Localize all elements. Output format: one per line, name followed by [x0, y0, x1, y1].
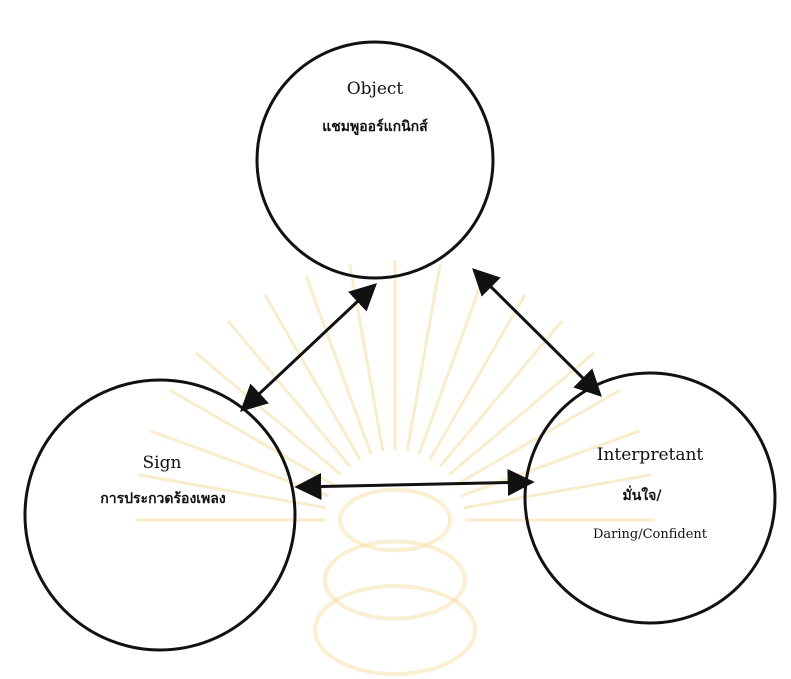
interpretant-subtitle-en: Daring/Confident: [593, 527, 708, 542]
object-title: Object: [347, 79, 404, 99]
arrow-sign-interpretant: [294, 469, 535, 500]
watermark-ring: [313, 584, 477, 676]
interpretant-circle: [523, 371, 777, 625]
object-circle: [255, 40, 495, 280]
watermark-ray: [169, 388, 336, 487]
sign-subtitle: การประกวดร้องเพลง: [100, 491, 226, 507]
arrow-object-interpretant: [472, 268, 602, 397]
interpretant-subtitle: มั่นใจ/: [623, 485, 663, 504]
watermark-ray: [454, 388, 621, 487]
arrow-object-sign: [240, 283, 377, 412]
watermark-ray: [405, 263, 442, 452]
interpretant-title: Interpretant: [597, 445, 704, 465]
node-object: Object แชมพูออร์แกนิกส์: [255, 40, 495, 280]
object-subtitle: แชมพูออร์แกนิกส์: [322, 118, 428, 135]
watermark-ray: [263, 294, 362, 461]
node-sign: Sign การประกวดร้องเพลง: [23, 378, 297, 652]
watermark-ray: [428, 294, 527, 461]
sign-title: Sign: [143, 453, 182, 473]
watermark-ray: [463, 473, 652, 510]
sign-circle: [23, 378, 297, 652]
watermark-ray: [194, 351, 343, 477]
node-interpretant: Interpretant มั่นใจ/ Daring/Confident: [523, 371, 777, 625]
watermark-ring: [323, 539, 467, 621]
watermark-seal: [135, 260, 655, 676]
